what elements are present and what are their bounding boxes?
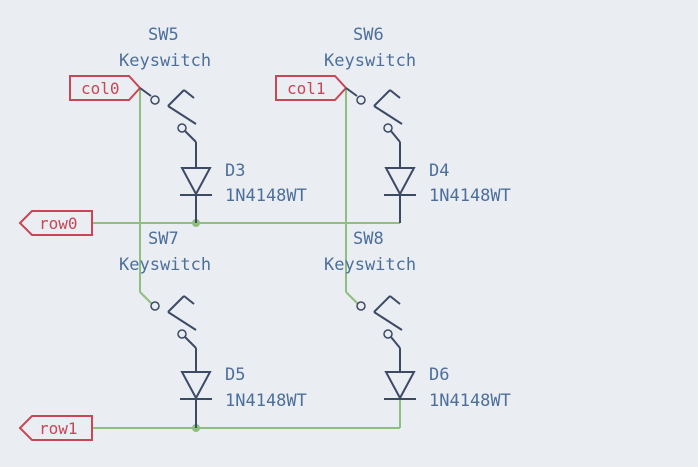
d5-ref: D5 <box>225 365 245 385</box>
switch-sw8[interactable] <box>356 295 403 349</box>
net-label-col1-text: col1 <box>287 79 326 98</box>
sw8-value: Keyswitch <box>324 255 416 275</box>
d4-ref: D4 <box>429 161 449 181</box>
switch-sw5[interactable] <box>139 87 197 143</box>
wires <box>92 88 401 432</box>
sw6-ref: SW6 <box>353 25 384 45</box>
d5-value: 1N4148WT <box>225 391 307 411</box>
diode-d5[interactable] <box>180 348 212 428</box>
net-label-col0-text: col0 <box>81 79 120 98</box>
net-label-col0[interactable]: col0 <box>69 75 142 101</box>
sw6-value: Keyswitch <box>324 51 416 71</box>
sw5-value: Keyswitch <box>119 51 211 71</box>
d6-value: 1N4148WT <box>429 391 511 411</box>
net-label-col1[interactable]: col1 <box>275 75 348 101</box>
diode-d3[interactable] <box>180 142 212 223</box>
net-label-row1-text: row1 <box>39 419 78 438</box>
diode-d4[interactable] <box>384 142 416 223</box>
sw7-value: Keyswitch <box>119 255 211 275</box>
net-label-row0-text: row0 <box>39 214 78 233</box>
switch-sw6[interactable] <box>345 87 403 143</box>
net-label-row1[interactable]: row1 <box>18 415 93 441</box>
sw7-ref: SW7 <box>148 229 179 249</box>
d4-value: 1N4148WT <box>429 186 511 206</box>
sw5-ref: SW5 <box>148 25 179 45</box>
d3-value: 1N4148WT <box>225 186 307 206</box>
net-label-row0[interactable]: row0 <box>18 210 93 236</box>
diode-d6[interactable] <box>384 348 416 401</box>
d6-ref: D6 <box>429 365 449 385</box>
switch-sw7[interactable] <box>150 295 197 349</box>
d3-ref: D3 <box>225 161 245 181</box>
sw8-ref: SW8 <box>353 229 384 249</box>
